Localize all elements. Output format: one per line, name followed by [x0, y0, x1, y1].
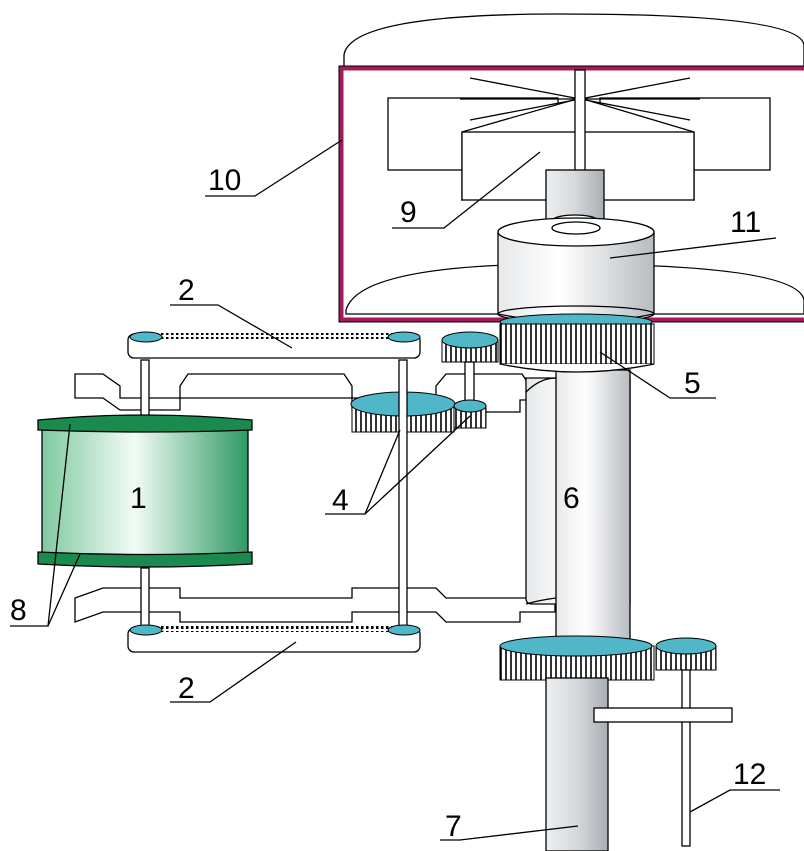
label-2-bottom: 2: [178, 672, 195, 705]
shaft-right-pulley: [398, 359, 408, 629]
bobbin-1: [37, 414, 253, 568]
label-4: 4: [332, 484, 349, 517]
label-10: 10: [208, 164, 241, 197]
lever-bracket: [593, 707, 733, 723]
label-5: 5: [684, 367, 701, 400]
shaft-bobbin-bottom: [140, 567, 150, 629]
flange-8-bottom: [37, 551, 253, 568]
label-12: 12: [733, 758, 766, 791]
frame-rail-lower: [74, 587, 556, 623]
chain-belt-top: [127, 331, 421, 359]
gear-wheel-5: [499, 313, 655, 373]
flange-8-top: [37, 414, 253, 433]
label-11: 11: [730, 206, 761, 239]
leader-lines: [10, 139, 780, 841]
housing-dome-cap: [343, 13, 804, 71]
label-8: 8: [10, 594, 27, 627]
impeller-9: [387, 69, 771, 226]
label-9: 9: [400, 196, 417, 229]
shaft-bobbin-top: [140, 359, 150, 419]
lower-gear-wheel: [499, 635, 655, 681]
label-2-top: 2: [178, 274, 195, 307]
labels: 1 2 2 4 5 6 7 8 9 10 11 12: [10, 164, 766, 843]
side-gear-12: [593, 637, 733, 847]
chain-belt-bottom: [127, 624, 421, 653]
label-1: 1: [130, 482, 147, 515]
main-cylinder-6: [525, 369, 631, 651]
impeller-shaft: [545, 169, 605, 223]
label-7: 7: [445, 810, 462, 843]
shaft-7: [545, 677, 609, 851]
label-6: 6: [563, 482, 580, 515]
drum-11: [497, 217, 655, 323]
